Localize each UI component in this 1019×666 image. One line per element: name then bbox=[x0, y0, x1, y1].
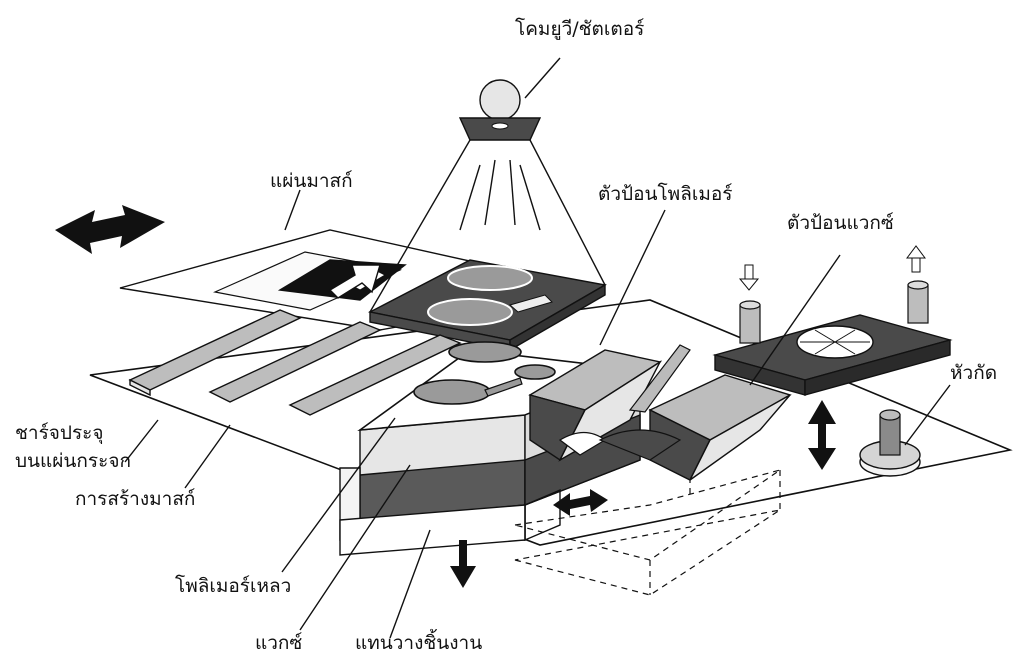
wax-feeder-label: ตัวป้อนแวกซ์ bbox=[787, 212, 894, 234]
wax-up-arrow-icon bbox=[907, 246, 925, 272]
wax-label: แวกซ์ bbox=[255, 632, 302, 654]
cutter-head-label: หัวกัด bbox=[950, 362, 997, 384]
uv-lamp-label: โคมยูวี/ชัตเตอร์ bbox=[515, 18, 644, 40]
down-arrow-icon bbox=[450, 540, 476, 588]
build-platform-label: แทนวางชิ้นงาน bbox=[355, 632, 482, 654]
charge-label-line1: ชาร์จประจุ bbox=[15, 422, 104, 444]
wax-press bbox=[715, 281, 950, 395]
uv-lamp bbox=[460, 80, 540, 140]
mask-plate-label: แผ่นมาสก์ bbox=[270, 170, 353, 192]
double-arrow-icon bbox=[55, 205, 165, 254]
liquid-polymer-label: โพลิเมอร์เหลว bbox=[175, 575, 291, 597]
charge-label-line2: บนแผ่นกระจก bbox=[15, 450, 131, 472]
wax-down-arrow-icon bbox=[740, 265, 758, 290]
polymer-feeder-label: ตัวป้อนโพลิเมอร์ bbox=[598, 183, 732, 205]
mask-creation-label: การสร้างมาสก์ bbox=[75, 488, 195, 510]
